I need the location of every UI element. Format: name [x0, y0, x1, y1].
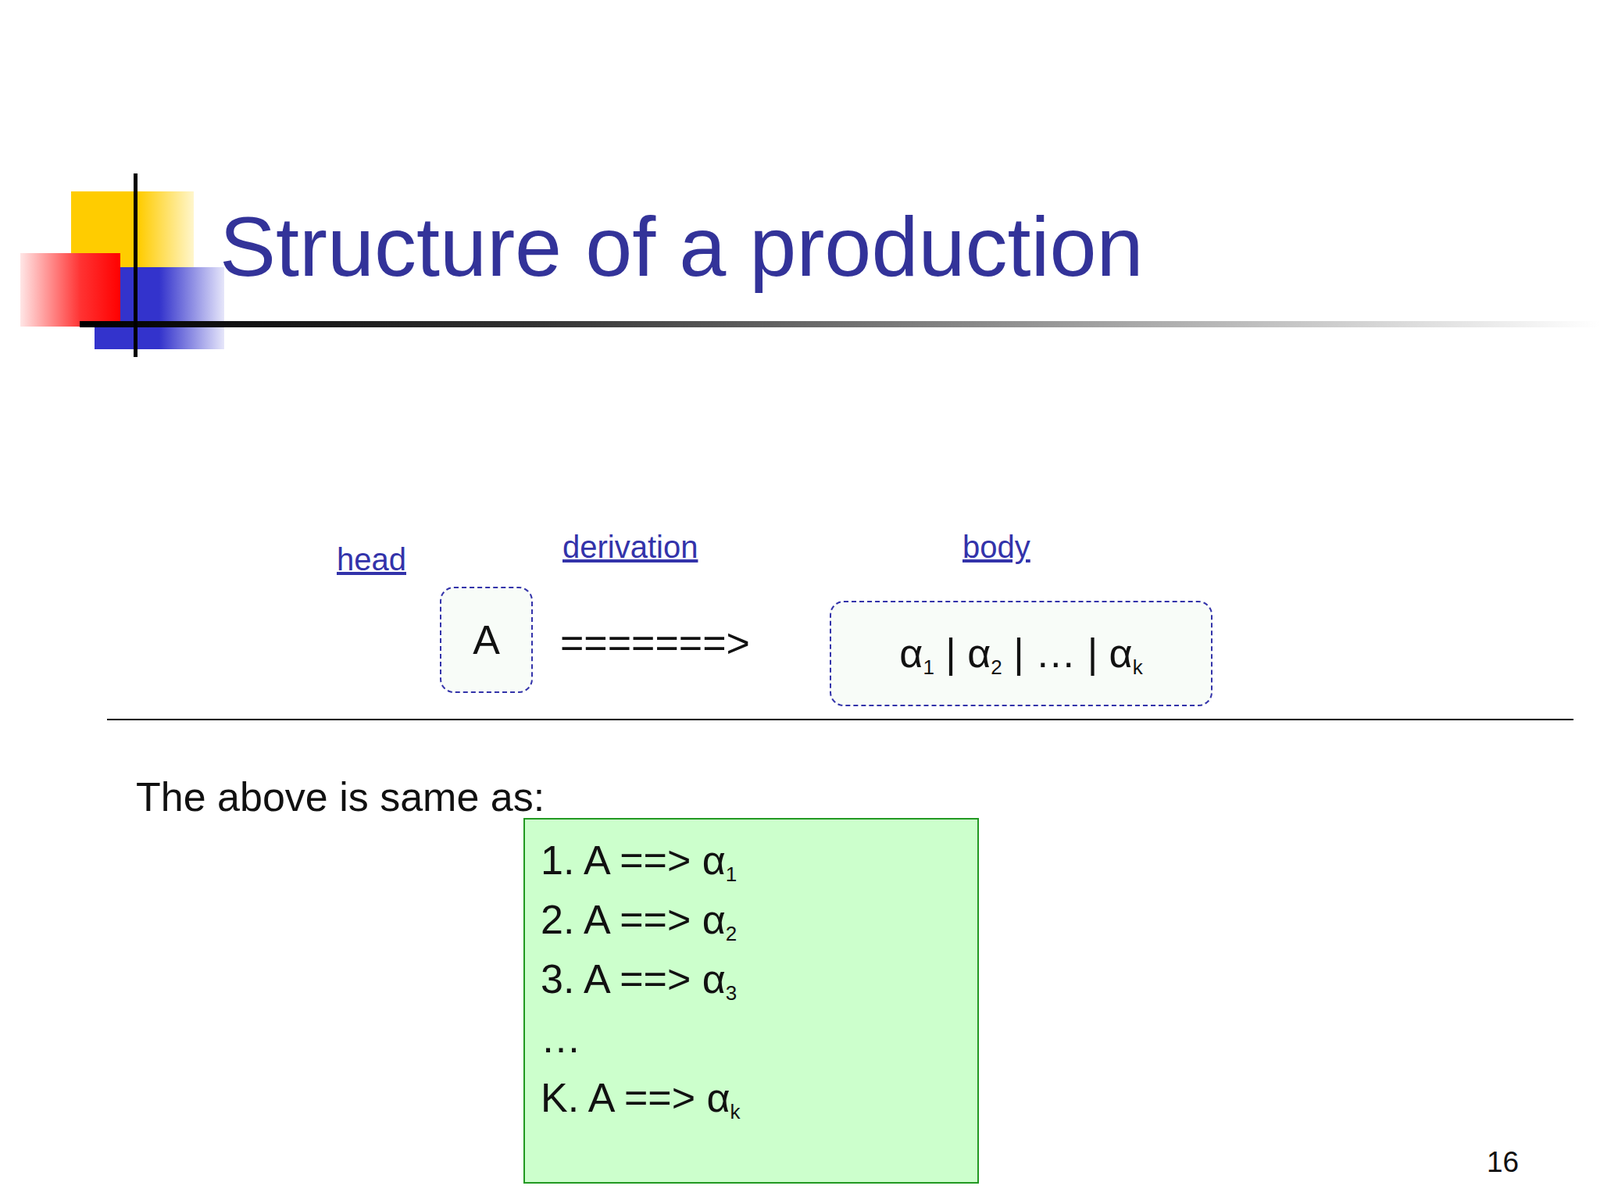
body-box: α1 | α2 | … | αk	[829, 600, 1213, 707]
node-text: A	[472, 615, 500, 665]
derivation-arrow-text: =======>	[560, 622, 750, 664]
title-rule	[79, 321, 1600, 328]
slide-title: Structure of a production	[219, 204, 1144, 290]
head-box: A	[439, 586, 533, 693]
production-line: …	[540, 1008, 582, 1068]
body-label: body	[962, 531, 1031, 563]
red-square	[20, 253, 121, 327]
production-line: K. A ==> αk	[540, 1067, 741, 1128]
page-number: 16	[1486, 1147, 1519, 1177]
production-line: 2. A ==> α2	[540, 889, 737, 950]
expansion-box: 1. A ==> α12. A ==> α23. A ==> α3…K. A =…	[523, 817, 979, 1184]
production-line: 3. A ==> α3	[540, 949, 737, 1009]
head-label: head	[336, 543, 407, 575]
note-text: The above is same as:	[135, 776, 545, 818]
vertical-bar	[133, 173, 138, 358]
production-line: 1. A ==> α1	[540, 830, 737, 890]
separator-line	[107, 718, 1574, 721]
node-text: α1 | α2 | … | αk	[899, 628, 1143, 678]
derivation-label: derivation	[562, 531, 698, 563]
